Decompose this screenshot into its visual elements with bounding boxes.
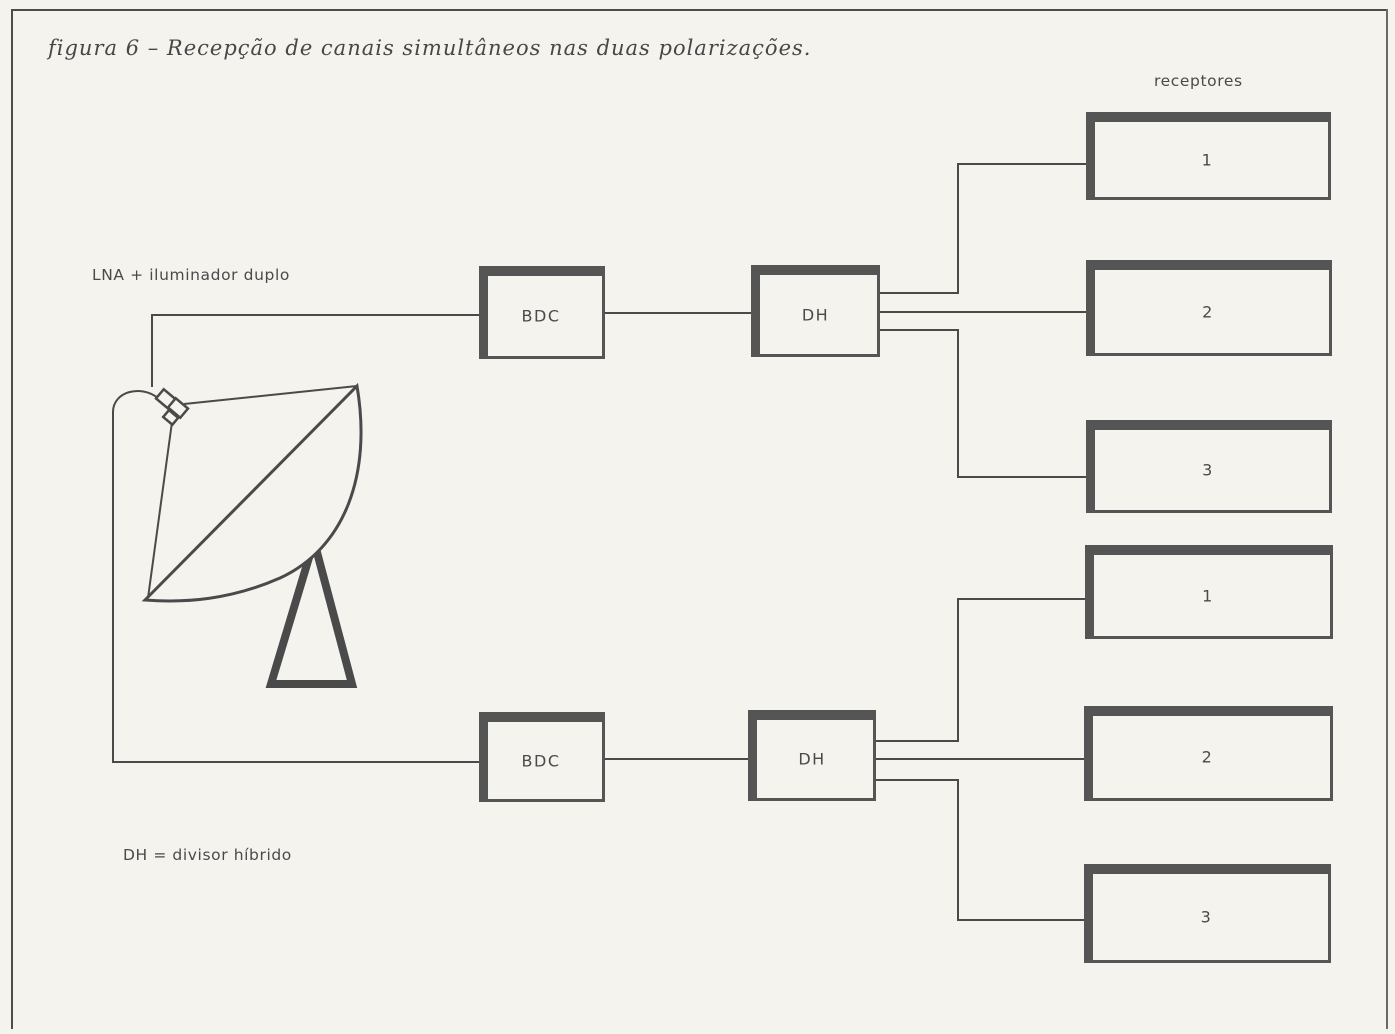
wire-lower-dh-rx1: [872, 598, 1090, 742]
wire-lna-lower-bdc: [112, 389, 483, 763]
upper-receiver-3-label: 3: [1202, 460, 1214, 480]
wire-lna-upper-bdc: [151, 314, 483, 387]
upper-receiver-1: 1: [1086, 112, 1331, 200]
lower-receiver-3: 3: [1084, 864, 1331, 963]
wire-upper-dh-rx3: [877, 329, 1090, 478]
feed-arm-lower: [147, 421, 173, 599]
lower-dh-label: DH: [798, 749, 826, 769]
receivers-heading: receptores: [1154, 72, 1243, 90]
upper-dh-label: DH: [801, 305, 830, 324]
lower-receiver-2: 2: [1084, 706, 1333, 801]
figure-frame-edge: [1386, 9, 1388, 1029]
wire-upper-dh-rx1: [877, 163, 1090, 294]
lower-receiver-2-label: 2: [1201, 747, 1214, 767]
lna-label: LNA + iluminador duplo: [92, 266, 290, 284]
lower-dh-block: DH: [748, 710, 876, 801]
upper-bdc-label: BDC: [521, 306, 561, 326]
upper-dh-block: DH: [751, 265, 880, 357]
upper-receiver-3: 3: [1086, 420, 1332, 513]
lower-bdc-block: BDC: [479, 712, 605, 802]
figure-frame: [11, 9, 1387, 1029]
feed-arm-upper: [183, 385, 358, 405]
lower-bdc-label: BDC: [521, 751, 561, 770]
antenna-stand: [265, 526, 358, 688]
lna-feed-icon: [154, 387, 190, 427]
upper-receiver-2: 2: [1086, 260, 1332, 356]
lower-receiver-3-label: 3: [1200, 907, 1213, 927]
lower-receiver-1: 1: [1085, 545, 1333, 639]
dish-reflector: [141, 382, 363, 603]
upper-receiver-2-label: 2: [1202, 302, 1214, 321]
wire-lower-dh-rx3: [872, 779, 1090, 921]
upper-bdc-block: BDC: [479, 266, 605, 359]
lower-receiver-1-label: 1: [1202, 586, 1214, 605]
upper-receiver-1-label: 1: [1201, 150, 1214, 169]
dh-legend: DH = divisor híbrido: [123, 846, 292, 864]
figure-caption: figura 6 – Recepção de canais simultâneo…: [48, 36, 812, 60]
dish-antenna-icon: [141, 382, 363, 688]
